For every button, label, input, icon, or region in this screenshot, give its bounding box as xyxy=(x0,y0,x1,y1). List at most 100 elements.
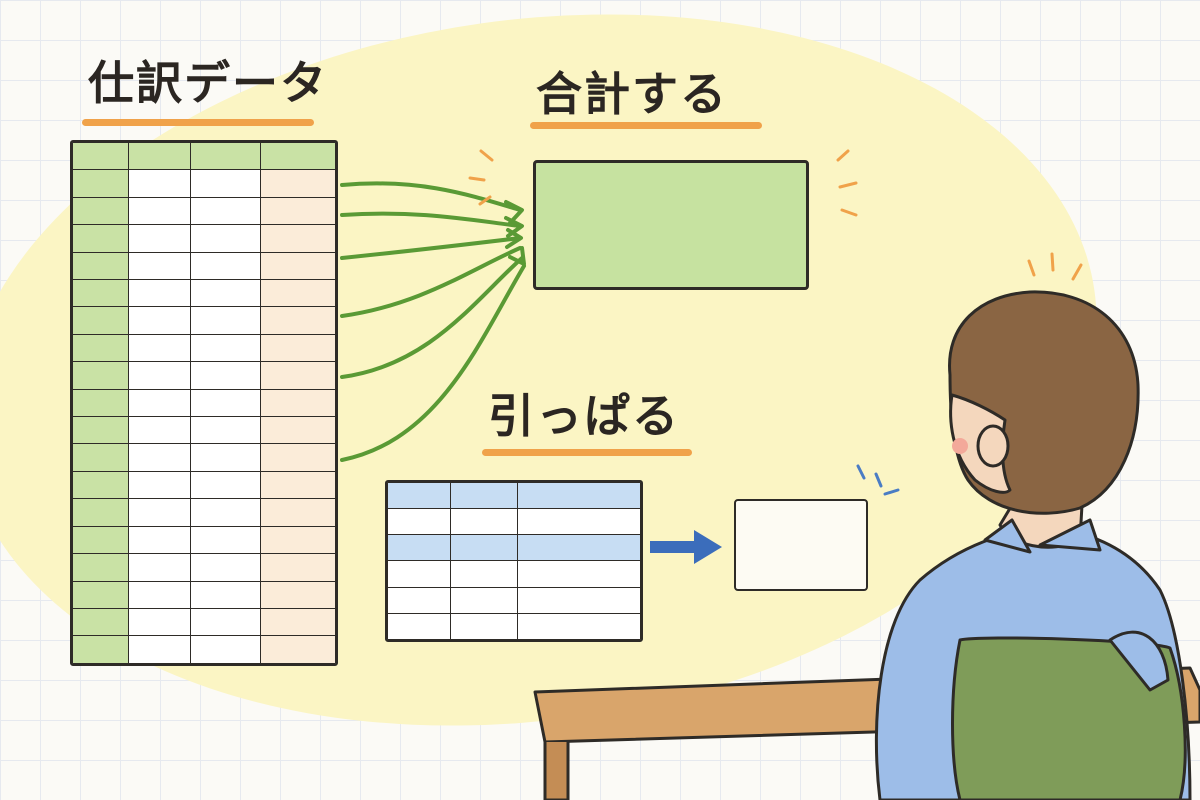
table-cell xyxy=(72,498,129,527)
table-cell xyxy=(72,525,129,555)
table-cell xyxy=(72,388,129,418)
table-cell xyxy=(387,482,451,510)
table-row xyxy=(387,612,641,640)
table-cell xyxy=(190,525,261,555)
table-row xyxy=(387,586,641,614)
table-row xyxy=(72,388,336,418)
table-cell xyxy=(190,607,261,637)
table-cell xyxy=(517,586,641,614)
table-cell xyxy=(387,612,451,640)
table-cell xyxy=(387,586,451,614)
sum-result-box xyxy=(533,160,809,290)
table-row xyxy=(72,279,336,308)
table-row xyxy=(72,635,336,664)
table-row xyxy=(72,498,336,527)
table-cell xyxy=(128,635,191,664)
table-cell xyxy=(450,508,518,536)
journal-data-table xyxy=(70,140,338,666)
spark-marks xyxy=(468,149,1083,496)
table-cell xyxy=(72,279,129,308)
table-cell xyxy=(260,607,336,637)
table-cell xyxy=(72,224,129,253)
table-cell xyxy=(260,498,336,527)
table-cell xyxy=(450,482,518,510)
table-cell xyxy=(128,333,191,363)
table-cell xyxy=(128,169,191,198)
table-row xyxy=(72,580,336,609)
table-cell xyxy=(72,306,129,335)
table-row xyxy=(72,169,336,198)
table-cell xyxy=(128,498,191,527)
table-cell xyxy=(128,525,191,555)
table-cell xyxy=(260,224,336,253)
lookup-source-table xyxy=(385,480,643,642)
green-sum-arrows xyxy=(340,181,526,462)
table-cell xyxy=(190,251,261,281)
table-cell xyxy=(260,443,336,472)
table-cell xyxy=(260,553,336,582)
table-cell xyxy=(72,635,129,664)
table-cell xyxy=(128,142,191,171)
table-cell xyxy=(190,470,261,500)
table-cell xyxy=(190,635,261,664)
table-cell xyxy=(387,508,451,536)
table-cell xyxy=(190,142,261,171)
table-row xyxy=(72,416,336,445)
table-cell xyxy=(190,416,261,445)
table-cell xyxy=(72,607,129,637)
table-cell xyxy=(128,306,191,335)
lookup-heading: 引っぱる xyxy=(488,389,680,443)
table-row xyxy=(72,306,336,335)
table-cell xyxy=(517,482,641,510)
table-cell xyxy=(128,553,191,582)
table-cell xyxy=(450,534,518,562)
person-at-desk xyxy=(533,290,1200,800)
table-cell xyxy=(72,251,129,281)
table-row xyxy=(72,553,336,582)
table-row xyxy=(72,142,336,171)
table-cell xyxy=(72,580,129,609)
table-row xyxy=(387,534,641,562)
table-cell xyxy=(260,251,336,281)
table-cell xyxy=(72,470,129,500)
table-cell xyxy=(517,534,641,562)
table-cell xyxy=(190,224,261,253)
table-cell xyxy=(72,361,129,390)
table-row xyxy=(387,482,641,510)
table-cell xyxy=(260,279,336,308)
table-cell xyxy=(190,306,261,335)
table-cell xyxy=(190,361,261,390)
table-row xyxy=(72,470,336,500)
table-cell xyxy=(190,169,261,198)
lookup-underline xyxy=(482,449,692,456)
table-cell xyxy=(260,169,336,198)
table-cell xyxy=(260,416,336,445)
table-cell xyxy=(128,251,191,281)
journal-data-underline xyxy=(82,119,314,126)
blue-lookup-arrow xyxy=(650,530,722,564)
table-cell xyxy=(128,470,191,500)
table-cell xyxy=(260,142,336,171)
sum-heading: 合計する xyxy=(536,67,728,121)
table-row xyxy=(72,361,336,390)
table-row xyxy=(72,333,336,363)
table-cell xyxy=(260,470,336,500)
table-row xyxy=(72,224,336,253)
table-cell xyxy=(128,443,191,472)
table-cell xyxy=(517,612,641,640)
table-cell xyxy=(260,306,336,335)
journal-data-heading: 仕訳データ xyxy=(88,56,328,110)
table-cell xyxy=(450,560,518,588)
table-cell xyxy=(260,580,336,609)
table-row xyxy=(72,525,336,555)
table-row xyxy=(72,251,336,281)
table-row xyxy=(72,607,336,637)
table-cell xyxy=(517,508,641,536)
table-cell xyxy=(450,612,518,640)
table-cell xyxy=(260,196,336,226)
table-cell xyxy=(260,333,336,363)
table-cell xyxy=(387,534,451,562)
table-cell xyxy=(190,388,261,418)
table-cell xyxy=(190,196,261,226)
